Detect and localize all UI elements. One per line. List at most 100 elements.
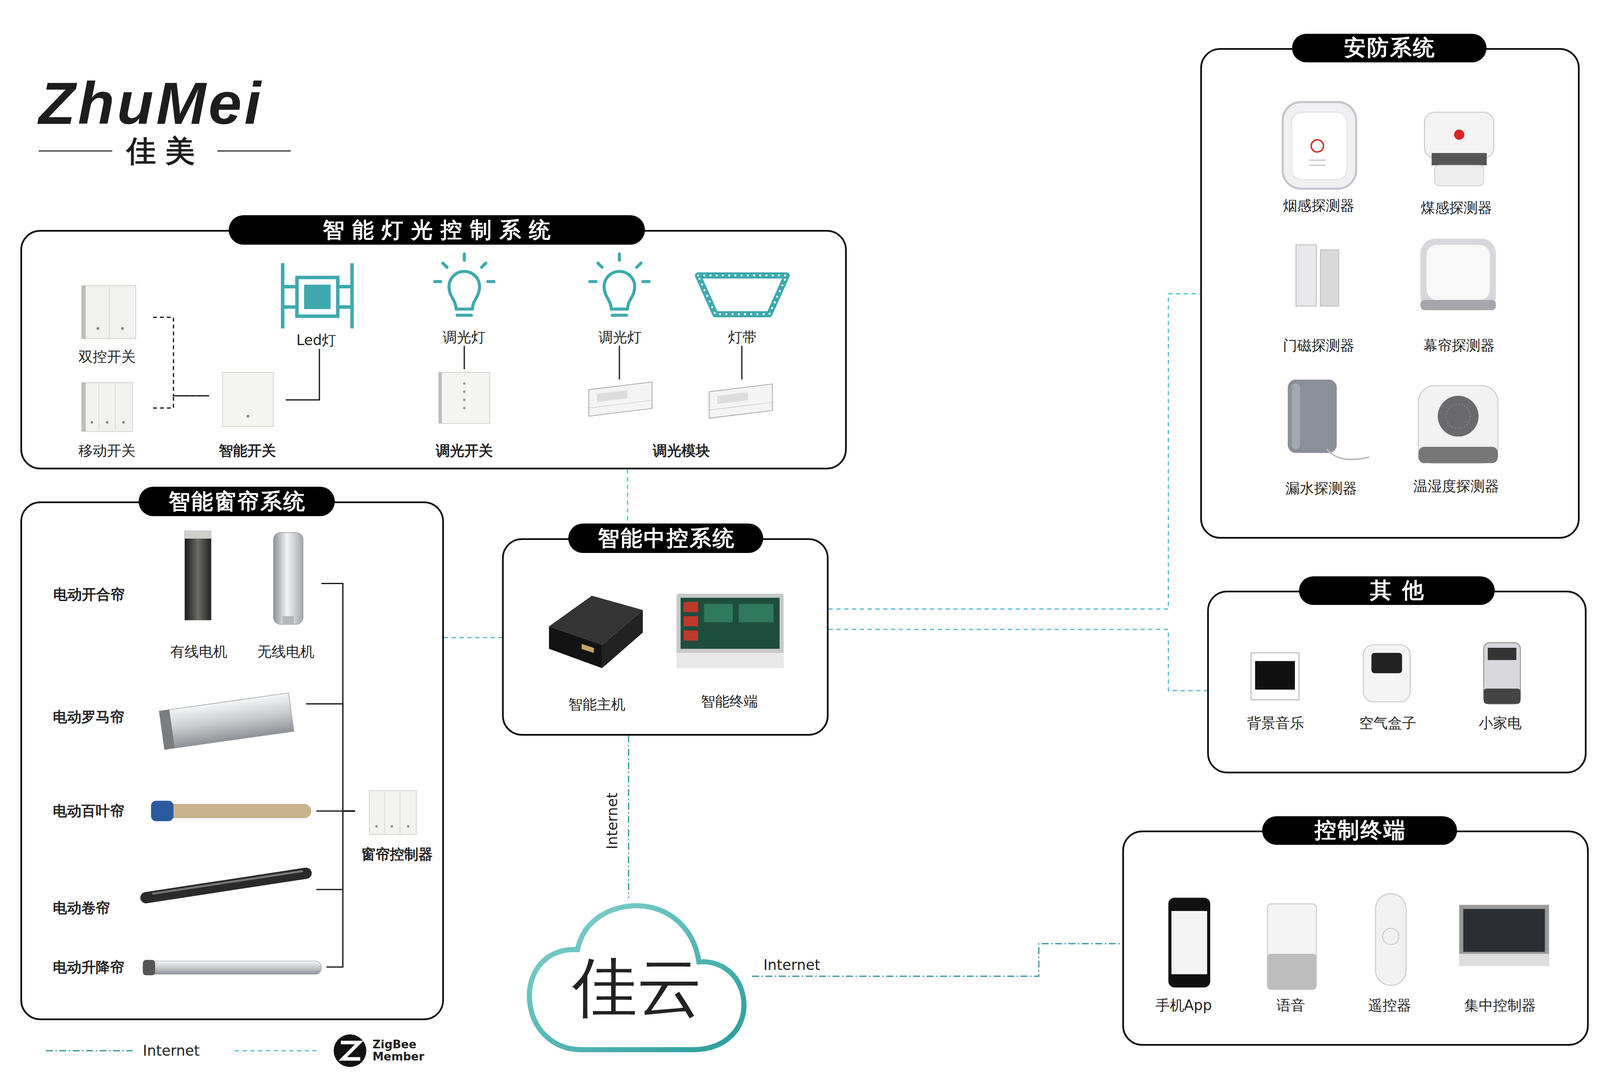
- switch-picture: [122, 421, 125, 424]
- sensor-device: [1437, 395, 1479, 437]
- cloud-label: 佳云: [572, 952, 703, 1024]
- control-device: [1168, 897, 1211, 988]
- row-label: 电动百叶帘: [52, 802, 125, 820]
- control-device: [1375, 893, 1407, 986]
- group-border: [20, 229, 847, 470]
- curtain-motor: [158, 693, 294, 750]
- connector-line: [463, 346, 465, 370]
- curtain-motor: [158, 709, 175, 750]
- curtain-motor: [142, 530, 322, 976]
- device-item: 温湿度探测器: [1399, 377, 1513, 496]
- hub-device: [738, 604, 774, 623]
- curtain-motor: [158, 693, 294, 750]
- device-item: 智能开关: [209, 369, 286, 460]
- control-device: [1171, 911, 1208, 975]
- device-label: 空气盒子: [1359, 714, 1417, 732]
- sensor-device: [1320, 249, 1339, 307]
- switch-picture: [105, 421, 109, 424]
- device-label: 语音: [1276, 997, 1306, 1015]
- appliance-device: [1255, 661, 1296, 690]
- system-group: 有线电机无线电机电动罗马帘电动百叶帘电动卷帘电动升降帘窗帘控制器智能窗帘系统: [20, 486, 444, 1021]
- appliance-device: [1487, 647, 1517, 661]
- curtain-row: 电动卷帘: [45, 865, 317, 952]
- group-heading: 智能灯光控制系统: [228, 215, 645, 245]
- device-item: 智能主机: [540, 586, 654, 714]
- dimmer-module: [596, 390, 628, 403]
- switch-picture: [108, 286, 110, 338]
- label-holder: Internet: [142, 1051, 200, 1067]
- sensor-device: [1292, 112, 1348, 180]
- sensor-device: [1434, 165, 1484, 186]
- device-item: 小家电: [1469, 634, 1531, 732]
- switch-picture: [399, 791, 401, 834]
- group-heading: 其 他: [1298, 576, 1495, 606]
- device-label: 集中控制器: [1464, 997, 1536, 1015]
- system-group: 双控开关移动开关智能开关Led灯调光灯调光开关调光灯灯带调光模块智能灯光控制系统: [20, 215, 847, 470]
- label-holder: Internet: [791, 965, 852, 982]
- label-holder: 电动开合帘: [53, 594, 125, 612]
- curtain-motor: [184, 530, 211, 539]
- device-label: 调光灯: [598, 328, 642, 347]
- device-label: 无线电机: [257, 643, 315, 661]
- device-label: 手机App: [1155, 997, 1212, 1015]
- connector-layer: [152, 293, 1208, 977]
- control-device: [1267, 903, 1317, 990]
- sensor-device: [1445, 404, 1471, 429]
- device-item: 语音: [1263, 895, 1319, 1014]
- device-label: 调光灯: [442, 328, 486, 347]
- curtain-row: 电动百叶帘: [45, 794, 317, 828]
- curtain-row: 电动升降帘: [45, 952, 327, 982]
- curtain-motor: [145, 873, 307, 899]
- switch-picture: [438, 372, 442, 424]
- sensor-device: [1424, 112, 1494, 159]
- device-item: 窗帘控制器: [355, 785, 439, 864]
- switch-picture: [463, 390, 466, 394]
- device-item: 调光灯: [581, 252, 659, 346]
- device-label: 漏水探测器: [1285, 479, 1358, 498]
- row-label: 电动罗马帘: [52, 708, 125, 726]
- hub-device: [683, 602, 698, 613]
- zigbee-logo: [333, 1034, 366, 1068]
- switch-picture: [90, 421, 94, 424]
- appliance-device: [1250, 642, 1521, 704]
- switch-picture: [120, 327, 124, 331]
- control-device: [1267, 954, 1317, 990]
- sensor-device: [1282, 102, 1498, 464]
- light-strip-icon: [697, 275, 787, 315]
- device-item: Led灯: [275, 255, 357, 350]
- device-label: 双控开关: [78, 348, 136, 366]
- device-label: 温湿度探测器: [1413, 477, 1500, 496]
- led-chip-icon: [282, 263, 353, 329]
- group-heading: 控制终端: [1262, 816, 1458, 846]
- illustration: [38, 102, 1550, 1068]
- appliance-device: [1250, 653, 1299, 700]
- device-item: 集中控制器: [1454, 897, 1546, 1015]
- legend-text: ZigBee Member: [372, 1038, 427, 1064]
- row-label: 电动升降帘: [52, 958, 125, 977]
- device-label: 背景音乐: [1246, 714, 1305, 732]
- led-chip-icon: [304, 284, 331, 310]
- control-device: [1459, 954, 1549, 967]
- cloud-outline: [529, 906, 744, 1050]
- sensor-device: [1418, 446, 1499, 464]
- dimmer-module: [588, 400, 652, 409]
- appliance-device: [1363, 644, 1410, 703]
- cloud-node: 佳云: [522, 897, 752, 1056]
- hub-device: [704, 604, 733, 623]
- curtain-motor: [184, 530, 211, 621]
- device-item: 灯带: [693, 267, 791, 346]
- sensor-device: [1420, 238, 1496, 311]
- device-item: 烟感探测器: [1265, 97, 1373, 215]
- switch-picture: [81, 382, 133, 432]
- control-device: [1168, 893, 1549, 990]
- device-item: 调光开关: [423, 369, 506, 460]
- group-border: [20, 501, 444, 1021]
- sensor-device: [1309, 159, 1326, 161]
- switch-picture: [81, 285, 136, 340]
- connector-line: [828, 629, 1208, 691]
- sensor-device: [1326, 449, 1370, 460]
- device-label: 移动开关: [78, 442, 136, 460]
- sensor-device: [1287, 379, 1337, 454]
